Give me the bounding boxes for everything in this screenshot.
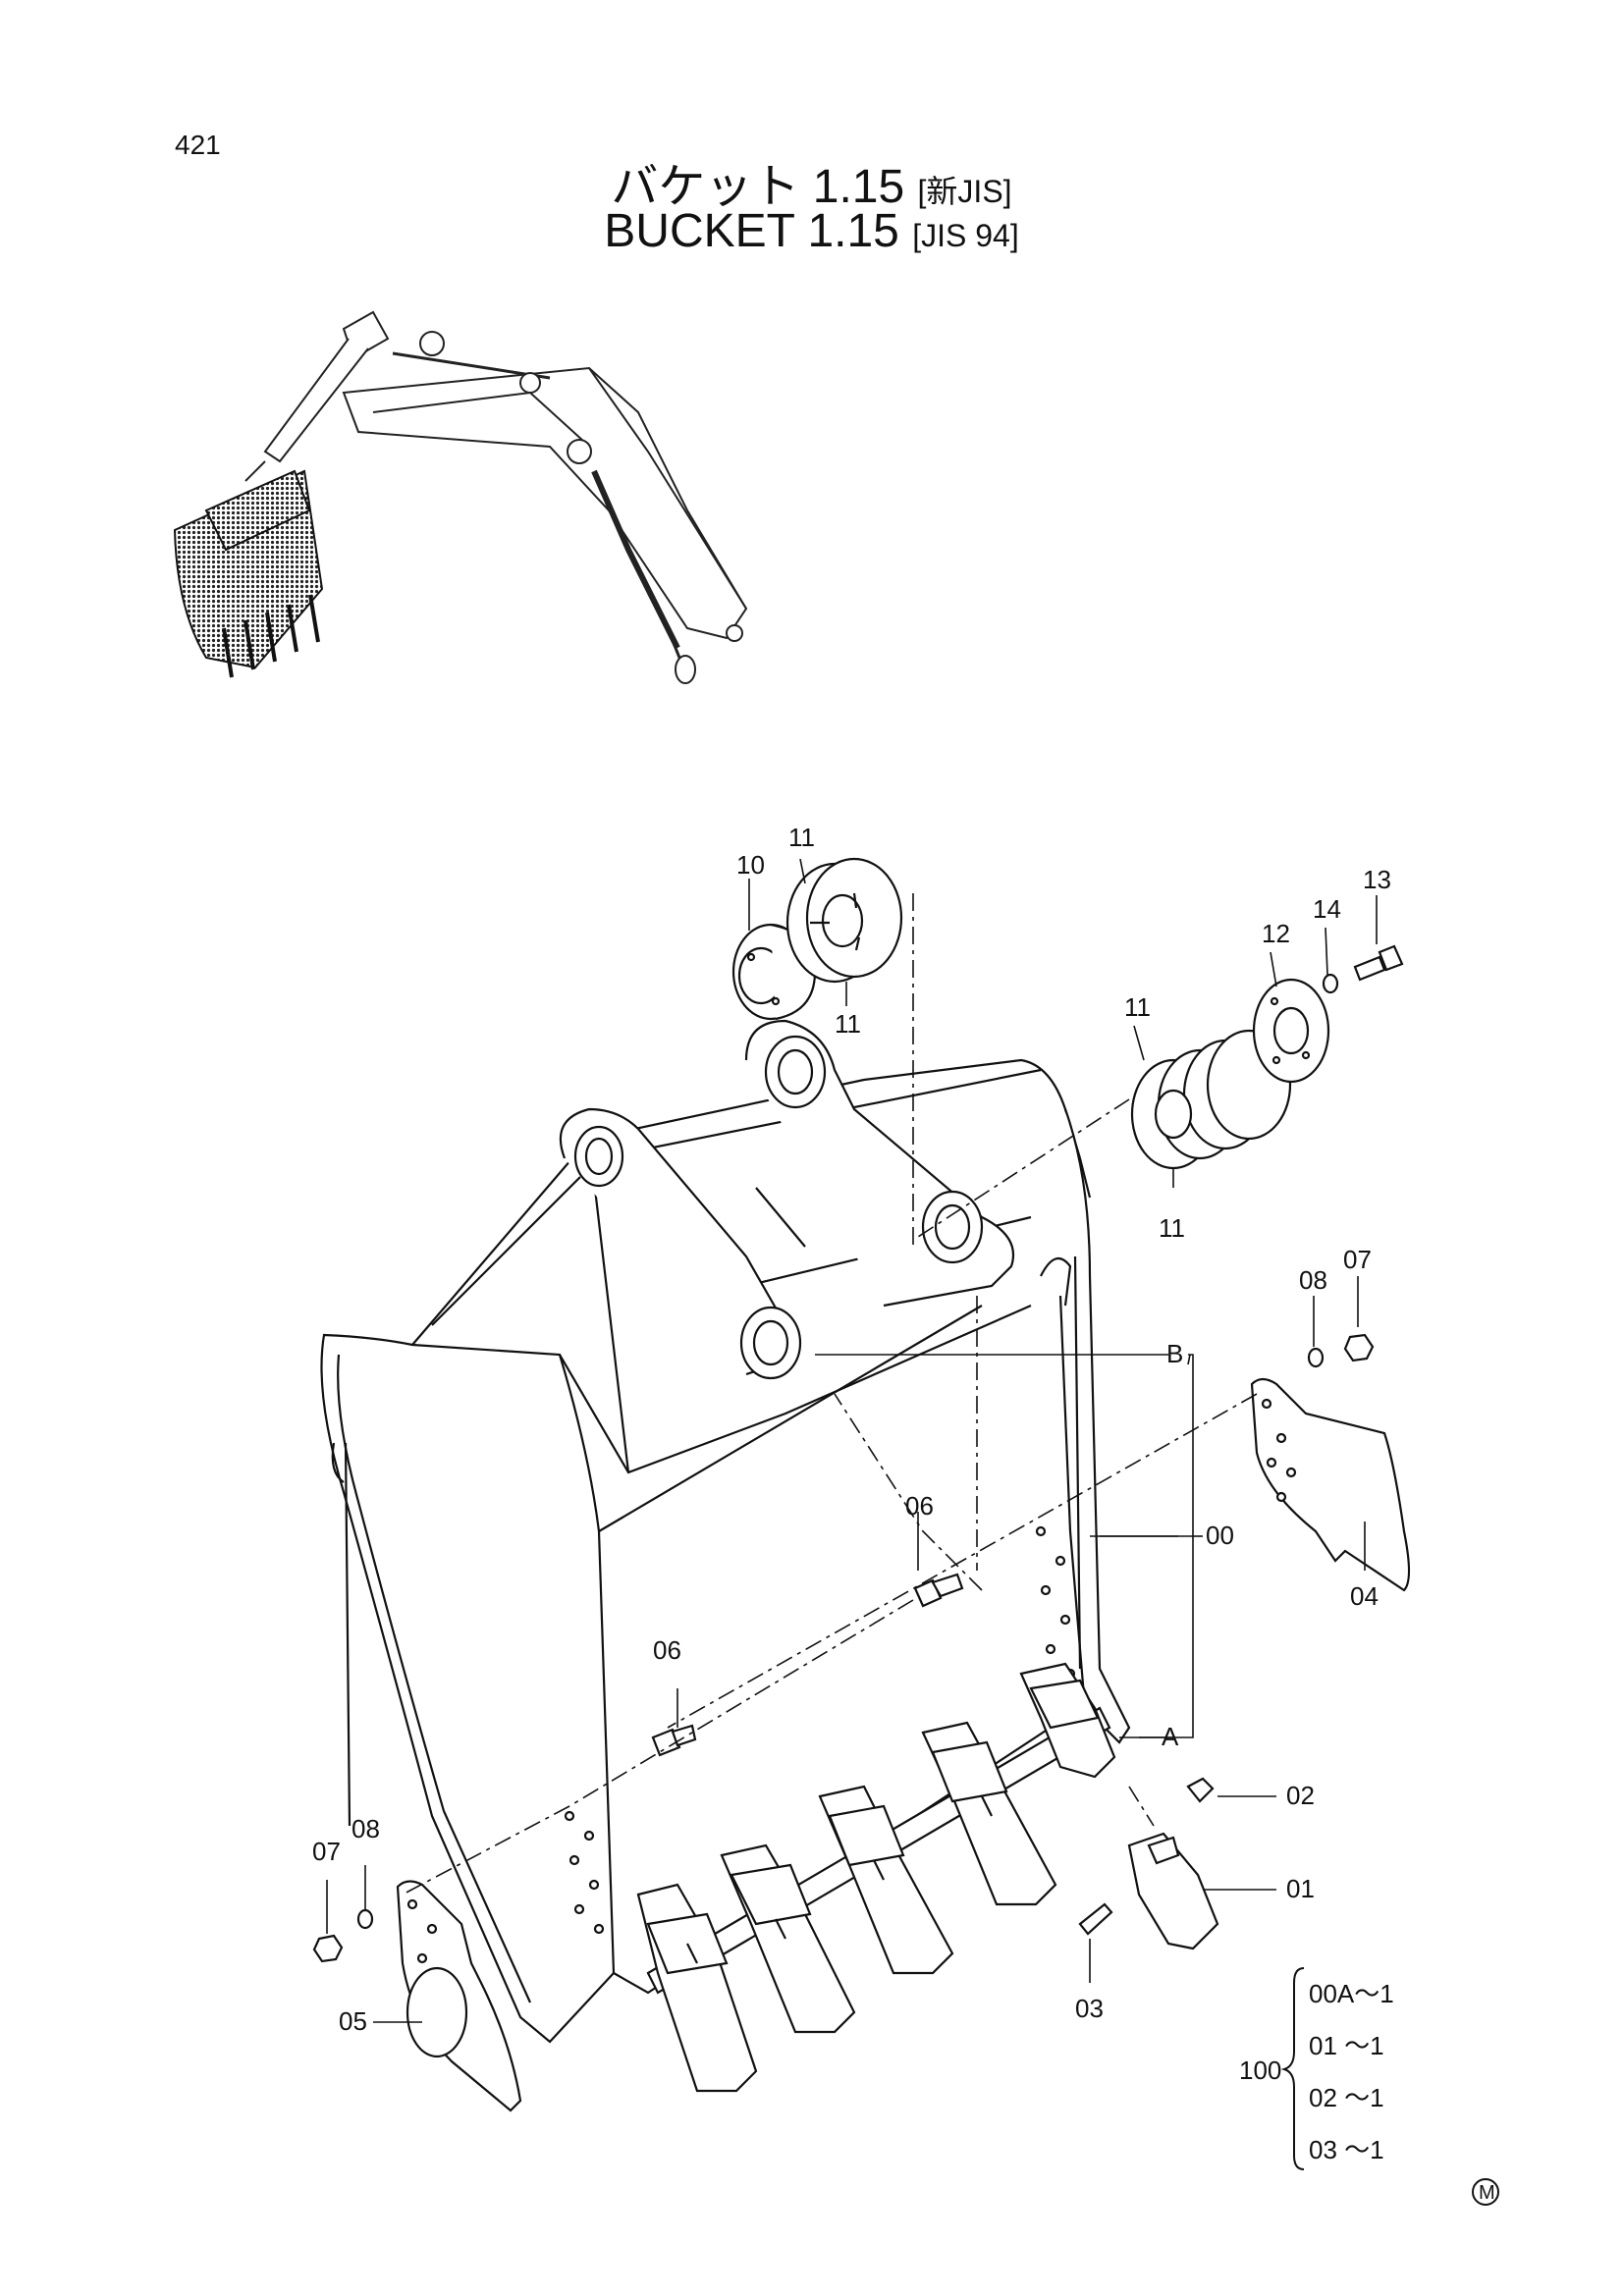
title-japanese: バケット 1.15 [新JIS] bbox=[0, 147, 1623, 216]
callout-00: 00 bbox=[1206, 1521, 1234, 1550]
callout-04: 04 bbox=[1350, 1581, 1379, 1611]
kit-item-03: 03 ～1 bbox=[1309, 2135, 1384, 2164]
kit-number: 100 bbox=[1239, 2056, 1281, 2085]
bucket-teeth bbox=[636, 1662, 1116, 2093]
callout-03: 03 bbox=[1075, 1994, 1104, 2023]
corner-mark: M bbox=[1472, 2178, 1499, 2206]
callout-08-right: 08 bbox=[1299, 1265, 1327, 1295]
page-number: 421 bbox=[175, 130, 221, 160]
kit-item-00A: 00A～1 bbox=[1309, 1979, 1394, 2008]
kit-item-01: 01 ～1 bbox=[1309, 2031, 1384, 2060]
callout-11-right-bottom: 11 bbox=[1159, 1213, 1185, 1243]
excavator-overview bbox=[244, 310, 748, 684]
corner-mark-letter: M bbox=[1479, 2182, 1495, 2204]
callout-06-lower: 06 bbox=[653, 1635, 681, 1665]
callout-11-mid: 11 bbox=[835, 1009, 861, 1039]
bucket-highlight bbox=[173, 469, 324, 678]
callout-labels: 10 11 11 11 11 12 13 14 08 07 B 00 06 04… bbox=[312, 823, 1391, 2036]
callout-B: B bbox=[1166, 1339, 1183, 1368]
callout-14: 14 bbox=[1313, 894, 1341, 924]
title-en-text: BUCKET 1.15 bbox=[604, 205, 899, 257]
callout-07-left: 07 bbox=[312, 1837, 341, 1866]
exploded-parts bbox=[312, 857, 1411, 2112]
callout-02: 02 bbox=[1286, 1781, 1315, 1810]
callout-13: 13 bbox=[1363, 865, 1391, 894]
callout-07-right: 07 bbox=[1343, 1245, 1372, 1274]
title-english: BUCKET 1.15 [JIS 94] bbox=[0, 204, 1623, 258]
title-en-standard: [JIS 94] bbox=[912, 218, 1019, 253]
callout-01: 01 bbox=[1286, 1874, 1315, 1903]
callout-12: 12 bbox=[1262, 919, 1290, 948]
callout-11-right-top: 11 bbox=[1124, 992, 1151, 1022]
callout-A: A bbox=[1162, 1722, 1179, 1751]
callout-05: 05 bbox=[339, 2006, 367, 2036]
callout-06-upper: 06 bbox=[905, 1491, 934, 1521]
leader-lines bbox=[326, 858, 1378, 2023]
callout-08-left: 08 bbox=[352, 1814, 380, 1843]
kit-composition: 100 00A～1 01 ～1 02 ～1 03 ～1 bbox=[1239, 1967, 1394, 2170]
callout-11-top: 11 bbox=[788, 823, 815, 852]
kit-item-02: 02 ～1 bbox=[1309, 2083, 1384, 2112]
title-jp-standard: [新JIS] bbox=[917, 174, 1012, 209]
title-jp-text: バケット 1.15 bbox=[611, 161, 905, 213]
callout-10: 10 bbox=[736, 850, 765, 880]
